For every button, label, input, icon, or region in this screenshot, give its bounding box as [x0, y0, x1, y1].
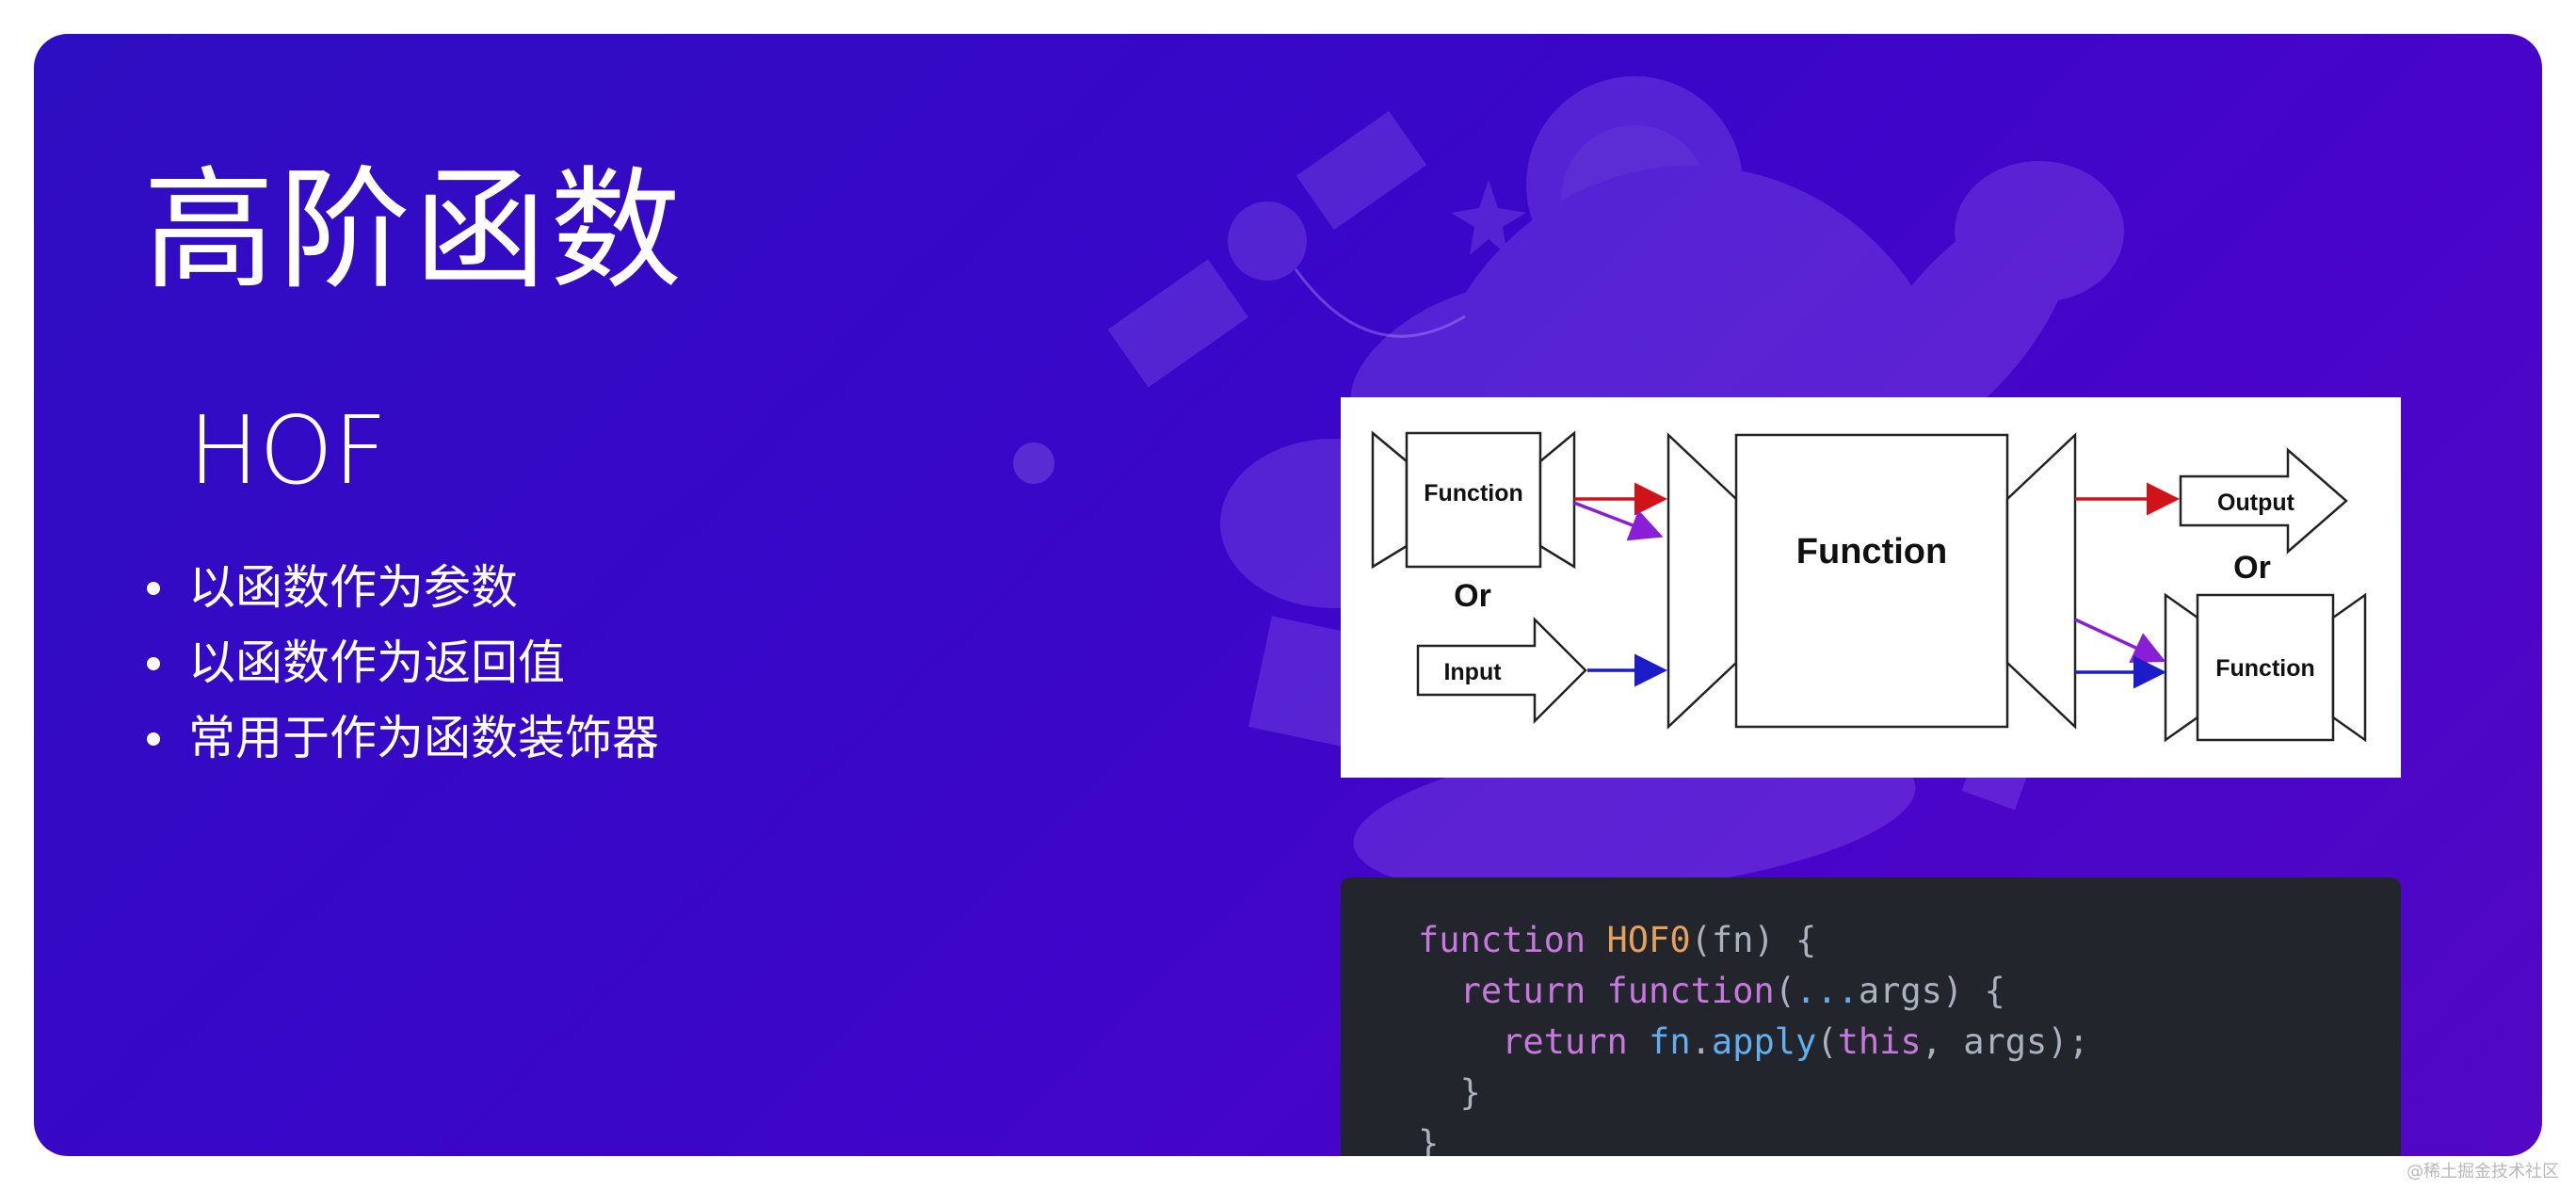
bullet-dot-icon — [147, 657, 160, 670]
bullet-dot-icon — [147, 582, 160, 595]
or-right-label: Or — [2233, 550, 2271, 586]
input-arrow-shape — [1416, 616, 1587, 725]
code-keyword: return — [1459, 971, 1586, 1011]
slide-title: 高阶函数 — [143, 154, 686, 308]
code-line-5: } — [1418, 1123, 1440, 1156]
code-keyword: function — [1418, 920, 1586, 960]
hof-diagram: Function Or Input Function Output Or Fun… — [1341, 397, 2401, 778]
bullet-list: 以函数作为参数 以函数作为返回值 常用于作为函数装饰器 — [147, 550, 659, 776]
right-function-label: Function — [2215, 655, 2315, 682]
code-spread: ... — [1795, 971, 1859, 1011]
code-text: . — [1690, 1021, 1712, 1062]
bullet-dot-icon — [147, 732, 160, 746]
code-text: ( — [1816, 1021, 1838, 1062]
code-keyword: return — [1502, 1021, 1628, 1062]
code-line-1: function HOF0(fn) { — [1418, 920, 1816, 960]
bullet-item: 以函数作为返回值 — [147, 625, 659, 700]
watermark: @稀土掘金技术社区 — [2407, 1162, 2559, 1182]
code-function-name: HOF0 — [1606, 920, 1691, 960]
right-function-block — [2164, 592, 2367, 743]
arrow-purple-right — [2074, 618, 2166, 664]
bullet-text: 以函数作为参数 — [188, 560, 518, 615]
slide: 高阶函数 HOF 以函数作为参数 以函数作为返回值 常用于作为函数装饰器 — [34, 34, 2542, 1156]
code-line-3: return fn.apply(this, args); — [1418, 1021, 2089, 1062]
left-function-block — [1371, 430, 1576, 570]
bullet-item: 常用于作为函数装饰器 — [147, 700, 659, 776]
bullet-text: 常用于作为函数装饰器 — [188, 711, 659, 765]
or-left-label: Or — [1454, 578, 1491, 614]
input-label: Input — [1443, 659, 1502, 685]
code-text: , args); — [1921, 1021, 2089, 1062]
center-function-label: Function — [1796, 532, 1947, 571]
code-keyword: function — [1606, 971, 1775, 1011]
output-arrow-shape — [2179, 447, 2348, 555]
code-block: function HOF0(fn) { return function(...a… — [1341, 877, 2401, 1156]
code-text: ( — [1774, 971, 1795, 1011]
code-line-4: } — [1418, 1072, 1481, 1113]
slide-subtitle: HOF — [188, 395, 388, 506]
output-label: Output — [2217, 490, 2295, 516]
bullet-item: 以函数作为参数 — [147, 550, 659, 625]
center-function-block — [1666, 432, 2077, 730]
arrow-purple-left — [1573, 501, 1664, 541]
code-line-2: return function(...args) { — [1418, 971, 2005, 1011]
code-keyword: this — [1837, 1021, 1922, 1062]
code-indent — [1418, 971, 1460, 1011]
code-method: apply — [1711, 1021, 1817, 1062]
bullet-text: 以函数作为返回值 — [188, 635, 565, 690]
code-text: (fn) { — [1690, 920, 1817, 960]
code-object: fn — [1649, 1021, 1691, 1062]
code-text: args) { — [1858, 971, 2005, 1011]
left-function-label: Function — [1424, 480, 1523, 507]
code-indent — [1418, 1021, 1502, 1062]
